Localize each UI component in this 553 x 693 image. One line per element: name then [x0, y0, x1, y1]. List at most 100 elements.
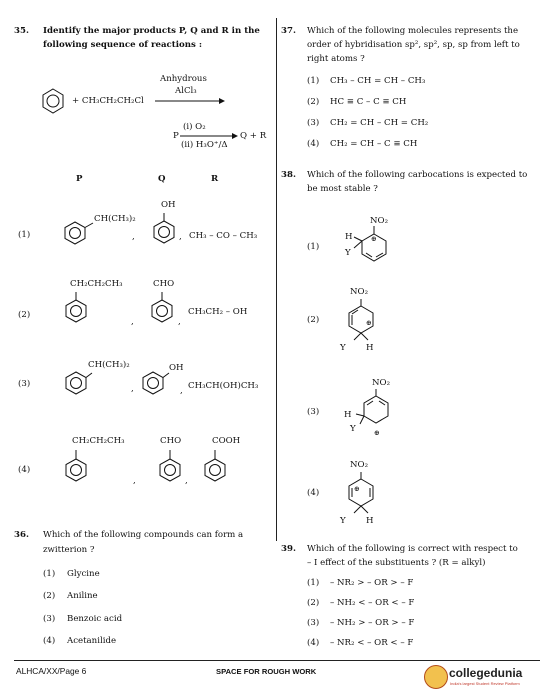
q38-opt4-no2: NO₂ — [350, 460, 369, 470]
comma-2b: , — [178, 317, 181, 327]
q36-option-4-number: (4) — [43, 636, 56, 646]
q39-text-1: Which of the following is correct with r… — [307, 544, 518, 554]
q35-option-3-number: (3) — [18, 379, 31, 389]
header-r: R — [211, 174, 219, 184]
q38-opt4-plus: ⊕ — [354, 485, 360, 493]
q35-text-1: Identify the major products P, Q and R i… — [43, 26, 260, 36]
q37-option-3-number: (3) — [307, 118, 320, 128]
option-2-q-ring — [151, 292, 173, 323]
footer-rule — [14, 660, 540, 661]
comma-3a: , — [131, 384, 134, 394]
option-1-p-substituent: CH(CH₃)₂ — [94, 214, 136, 224]
q37-option-3: CH₂ = CH – CH = CH₂ — [330, 118, 429, 128]
q36-number: 36. — [14, 530, 29, 540]
option-4-p-substituent: CH₂CH₂CH₃ — [72, 436, 125, 446]
comma-2a: , — [131, 317, 134, 327]
q37-option-4: CH₂ = CH – C ≡ CH — [330, 139, 418, 149]
option-3-r: CH₃CH(OH)CH₃ — [188, 381, 259, 391]
brand-name: collegedunia — [449, 666, 523, 680]
q38-opt2-plus: ⊕ — [366, 319, 372, 327]
q36-option-3: Benzoic acid — [67, 614, 123, 624]
q36-option-3-number: (3) — [43, 614, 56, 624]
q38-text-2: be most stable ? — [307, 184, 378, 194]
q38-text-1: Which of the following carbocations is e… — [307, 170, 528, 180]
option-2-r: CH₃CH₂ – OH — [188, 307, 248, 317]
comma-1a: , — [132, 232, 135, 242]
q36-text-2: zwitterion ? — [43, 545, 95, 555]
option-1-r: CH₃ – CO – CH₃ — [189, 231, 258, 241]
option-1-q-ring — [153, 213, 175, 244]
q38-opt3-ring — [355, 389, 389, 425]
q35-option-1-number: (1) — [18, 230, 31, 240]
q39-option-4-number: (4) — [307, 638, 320, 648]
q37-text-3: right atoms ? — [307, 54, 365, 64]
q38-opt3-plus: ⊕ — [374, 429, 380, 437]
brand-tagline: India's largest Student Review Platform — [450, 681, 520, 686]
q38-opt3-h: H — [344, 410, 352, 420]
q37-option-2-number: (2) — [307, 97, 320, 107]
option-3-q-substituent: OH — [169, 363, 184, 373]
q39-option-3: – NH₂ > – OR > – F — [330, 618, 415, 628]
q38-opt1-no2: NO₂ — [370, 216, 389, 226]
q39-text-2: – I effect of the substituents ? (R = al… — [307, 558, 486, 568]
q38-opt2-y: Y — [340, 343, 346, 353]
option-1-q-substituent: OH — [161, 200, 176, 210]
q36-option-4: Acetanilide — [67, 636, 117, 646]
q35-step-2: (ii) H₃O⁺/Δ — [181, 140, 228, 150]
q37-option-1-number: (1) — [307, 76, 320, 86]
graduate-icon — [424, 665, 448, 689]
q37-number: 37. — [281, 26, 296, 36]
q35-option-4-number: (4) — [18, 465, 31, 475]
q38-number: 38. — [281, 170, 296, 180]
q39-option-4: – NR₂ < – OR < – F — [330, 638, 414, 648]
option-2-p-ring — [65, 292, 87, 323]
q39-option-3-number: (3) — [307, 618, 320, 628]
q38-option-1-number: (1) — [307, 242, 320, 252]
q36-text-1: Which of the following compounds can for… — [43, 530, 244, 540]
q38-opt1-h: H — [345, 232, 353, 242]
option-4-q-substituent: CHO — [160, 436, 182, 446]
q38-opt1-plus: ⊕ — [371, 235, 377, 243]
option-4-r-ring — [204, 450, 226, 482]
q37-option-1: CH₃ – CH = CH – CH₃ — [330, 76, 426, 86]
option-3-p-substituent: CH(CH₃)₂ — [88, 360, 130, 370]
option-4-r-substituent: COOH — [212, 436, 241, 446]
q38-opt2-ring — [348, 299, 374, 341]
q38-opt4-h: H — [366, 516, 374, 526]
option-1-p-ring — [64, 221, 94, 245]
q38-option-3-number: (3) — [307, 407, 320, 417]
q35-text-2: following sequence of reactions : — [43, 40, 203, 50]
header-q: Q — [158, 174, 166, 184]
q35-catalyst: Anhydrous — [160, 74, 207, 84]
q35-number: 35. — [14, 26, 29, 36]
page-number: ALHCA/XX/Page 6 — [16, 666, 87, 676]
q38-opt1-ring — [353, 226, 387, 262]
q36-option-1: Glycine — [67, 569, 100, 579]
benzene-ring — [42, 88, 64, 114]
q38-option-2-number: (2) — [307, 315, 320, 325]
option-4-q-ring — [159, 450, 181, 482]
q38-opt3-y: Y — [350, 424, 356, 434]
option-2-p-substituent: CH₂CH₂CH₃ — [70, 279, 123, 289]
q37-option-4-number: (4) — [307, 139, 320, 149]
column-divider — [276, 18, 278, 541]
q37-option-2: HC ≡ C – C ≡ CH — [330, 97, 407, 107]
q35-products-qr: Q + R — [240, 131, 267, 141]
q36-option-2-number: (2) — [43, 591, 56, 601]
q38-opt3-no2: NO₂ — [372, 378, 391, 388]
q35-product-p: P — [173, 131, 179, 141]
q39-option-1-number: (1) — [307, 578, 320, 588]
reaction-arrow-2 — [180, 133, 238, 139]
option-4-p-ring — [65, 450, 87, 482]
q39-option-2-number: (2) — [307, 598, 320, 608]
q35-catalyst-2: AlCl₃ — [175, 86, 197, 96]
q38-opt1-y: Y — [345, 248, 351, 258]
reaction-arrow-1 — [155, 98, 225, 104]
q39-option-1: – NR₂ > – OR > – F — [330, 578, 414, 588]
comma-4b: , — [185, 476, 188, 486]
option-3-q-ring — [142, 371, 170, 395]
option-2-q-substituent: CHO — [153, 279, 175, 289]
comma-4a: , — [133, 476, 136, 486]
q35-option-2-number: (2) — [18, 310, 31, 320]
q35-reagent: + CH₃CH₂CH₂Cl — [72, 96, 144, 106]
